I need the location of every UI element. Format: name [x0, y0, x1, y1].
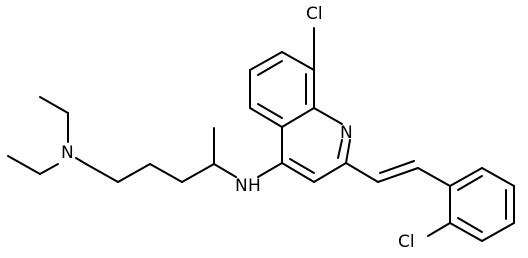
amine-hydrogen-label: H	[248, 176, 261, 196]
amine-linkage-bonds	[213, 162, 283, 178]
quinoline-nitrogen-label: N	[340, 123, 353, 143]
phenyl-chlorine-label: Cl	[398, 232, 415, 252]
pentyl-chain-bonds	[75, 127, 215, 183]
bond-phenyl-cl	[427, 222, 451, 237]
chlorophenyl-ring	[449, 167, 515, 242]
diethylamine-nitrogen-label: N	[61, 143, 74, 163]
vinyl-linker-bonds	[345, 160, 451, 187]
quinoline-benzo-ring	[249, 51, 315, 128]
chlorine-atom-label: Cl	[306, 4, 323, 24]
quinoline-pyridine-ring	[281, 107, 351, 183]
diethylamino-bonds	[7, 96, 69, 175]
amine-nitrogen-label: N	[235, 176, 248, 196]
